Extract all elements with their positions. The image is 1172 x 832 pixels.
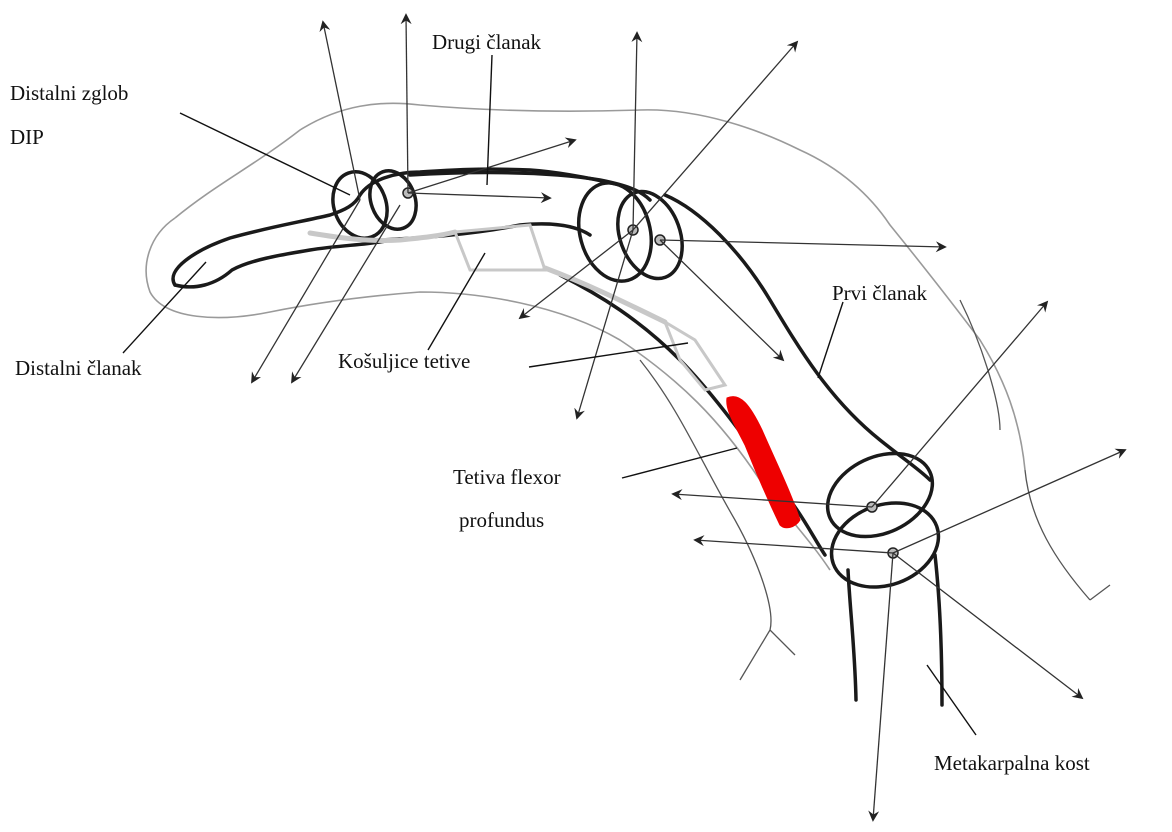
label-drugi-clanak: Drugi članak (432, 30, 542, 54)
force-arrows (252, 15, 1125, 820)
label-kosuljice-tetive: Košuljice tetive (338, 349, 470, 373)
skin-outline (146, 103, 1025, 570)
label-distalni-zglob: Distalni zglob (10, 81, 128, 105)
label-metakarpalna-kost: Metakarpalna kost (934, 751, 1090, 775)
label-profundus: profundus (459, 508, 544, 532)
leader-lines (123, 55, 976, 735)
bone-outlines (173, 164, 950, 705)
label-prvi-clanak: Prvi članak (832, 281, 928, 305)
label-distalni-clanak: Distalni članak (15, 356, 142, 380)
flexor-profundus-tendon (727, 397, 800, 528)
label-dip: DIP (10, 125, 44, 149)
label-tetiva-flexor: Tetiva flexor (453, 465, 561, 489)
nerve-lines (640, 300, 1110, 680)
